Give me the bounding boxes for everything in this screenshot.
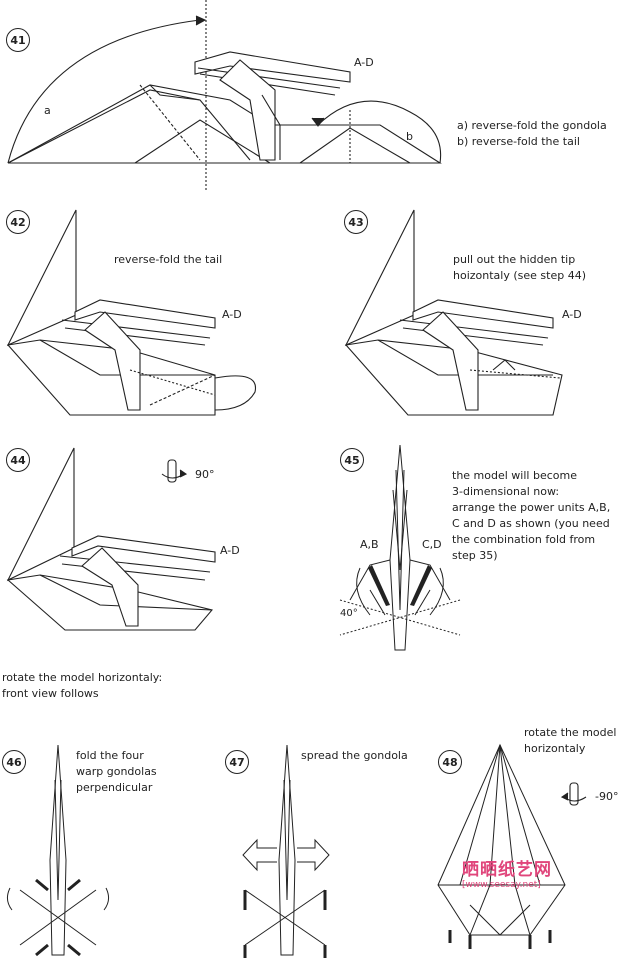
label-cd: C,D [422,538,442,551]
step-instructions: pull out the hidden tip hoizontaly (see … [453,253,586,282]
step-44-diagram [6,447,216,631]
label-ad: A-D [354,56,374,69]
step-number: 43 [344,210,368,234]
step-number: 45 [340,448,364,472]
step-45: 45 A,B C,D 40° the model will become 3-d… [330,440,620,655]
step-46: 46 fold the four warp gondolas perpendic… [0,740,210,963]
label-ad: A-D [222,308,242,321]
step-number: 47 [225,750,249,774]
step-48: 48 -90° rotate the model horizontaly [430,725,620,963]
step-instructions: a) reverse-fold the gondola b) reverse-f… [457,119,607,148]
step-41-diagram [7,0,442,190]
label-ad: A-D [220,544,240,557]
step-number: 44 [6,448,30,472]
angle-label: 40° [340,608,358,619]
step-45-diagram [339,444,461,651]
step-41: 41 A-D a b a) reverse-fold the gondo [0,0,620,190]
step-number: 48 [438,750,462,774]
step-44: 44 90° A-D [0,440,320,640]
step-47: 47 spread the gondola [215,740,425,963]
rotation-angle: 90° [195,468,215,481]
step-number: 42 [6,210,30,234]
step-43: 43 A-D pull out the hidden tip hoizontal… [310,200,620,430]
step-instructions: spread the gondola [301,749,408,762]
step-number: 41 [6,28,30,52]
watermark: 晒晒纸艺网 [www.seesay.net] [462,855,552,890]
rotation-angle: -90° [595,790,619,803]
step-instructions: fold the four warp gondolas perpendicula… [76,749,157,794]
spread-arrow-right [297,838,330,872]
label-b: b [406,130,413,143]
step-48-diagram [437,743,587,949]
watermark-url: [www.seesay.net] [462,880,541,890]
watermark-cn: 晒晒纸艺网 [462,860,552,880]
step-42-diagram [6,209,257,416]
rotate-icon [560,782,587,806]
label-a: a [44,104,51,117]
step-instructions: reverse-fold the tail [114,253,223,266]
step-instructions: the model will become 3-dimensional now:… [452,469,611,562]
label-ad: A-D [562,308,582,321]
rotate-icon [161,459,188,483]
step-number: 46 [2,750,26,774]
step-42: 42 A-D reverse-fold the tail [0,200,310,430]
step-instructions: rotate the model horizontaly [524,726,617,755]
step-43-diagram [344,209,563,416]
step-46-diagram [6,744,110,957]
rotate-note: rotate the model horizontaly: front view… [2,671,163,700]
spread-arrow-left [242,838,277,872]
step-47-diagram [242,744,330,958]
label-ab: A,B [360,538,379,551]
